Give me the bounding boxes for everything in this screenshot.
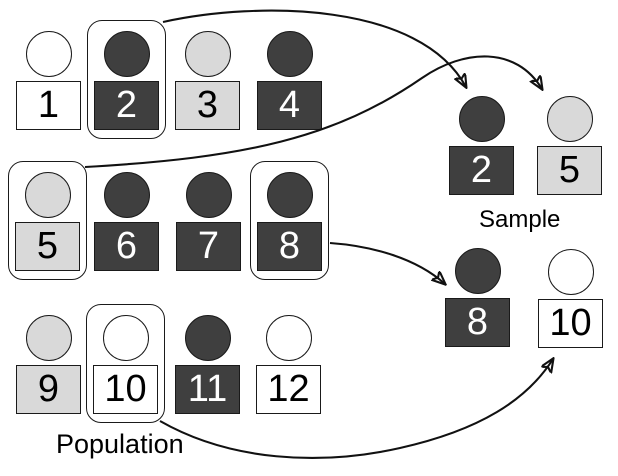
population-person-6: 6: [94, 172, 159, 271]
person-number-box: 4: [257, 81, 322, 130]
person-number-box: 6: [94, 222, 159, 271]
population-person-1: 1: [16, 31, 81, 130]
person-number-box: 5: [15, 222, 80, 271]
person-number-box: 10: [93, 365, 158, 414]
sample-person-2: 2: [449, 96, 514, 195]
person-head-icon: [547, 249, 594, 295]
person-number: 5: [36, 225, 59, 267]
person-number: 10: [549, 302, 592, 344]
population-person-5: 5: [8, 161, 87, 280]
person-head-icon: [103, 31, 150, 77]
person-number: 2: [115, 84, 138, 126]
person-head-icon: [103, 172, 150, 218]
population-person-11: 11: [175, 315, 240, 414]
person-head-icon: [266, 172, 313, 218]
person-number-box: 1: [16, 81, 81, 130]
population-person-2: 2: [87, 20, 166, 139]
population-person-4: 4: [257, 31, 322, 130]
sample-person-5: 5: [537, 96, 602, 195]
person-number: 5: [558, 149, 581, 191]
person-head-icon: [184, 315, 231, 361]
person-head-icon: [265, 315, 312, 361]
person-number-box: 10: [538, 299, 603, 348]
person-head-icon: [184, 31, 231, 77]
person-head-icon: [25, 315, 72, 361]
person-number-box: 8: [257, 222, 322, 271]
person-head-icon: [458, 96, 505, 142]
person-head-icon: [454, 248, 501, 294]
population-person-7: 7: [176, 172, 241, 271]
sample-label: Sample: [479, 206, 561, 233]
person-number: 2: [470, 149, 493, 191]
person-number-box: 2: [94, 81, 159, 130]
person-number-box: 3: [175, 81, 240, 130]
population-label: Population: [56, 429, 184, 459]
person-number-box: 2: [449, 146, 514, 195]
person-number-box: 11: [175, 365, 240, 414]
person-number-box: 5: [537, 146, 602, 195]
person-number: 9: [37, 368, 60, 410]
sample-person-8: 8: [445, 248, 510, 347]
population-person-3: 3: [175, 31, 240, 130]
person-number: 7: [197, 225, 220, 267]
person-number: 8: [278, 225, 301, 267]
person-number: 1: [37, 84, 60, 126]
person-number: 10: [104, 368, 147, 410]
arrow-population-8-to-sample-8: [329, 241, 445, 284]
sample-person-10: 10: [538, 249, 603, 348]
person-number: 6: [115, 225, 138, 267]
person-head-icon: [546, 96, 593, 142]
person-head-icon: [24, 172, 71, 218]
person-number: 12: [267, 368, 310, 410]
person-number-box: 8: [445, 298, 510, 347]
person-number: 3: [196, 84, 219, 126]
person-head-icon: [25, 31, 72, 77]
population-person-12: 12: [256, 315, 321, 414]
person-number: 4: [278, 84, 301, 126]
person-head-icon: [266, 31, 313, 77]
person-number-box: 9: [16, 365, 81, 414]
population-person-10: 10: [86, 304, 165, 423]
person-number-box: 7: [176, 222, 241, 271]
person-number: 11: [187, 368, 228, 410]
person-number-box: 12: [256, 365, 321, 414]
population-person-8: 8: [250, 161, 329, 280]
person-head-icon: [102, 315, 149, 361]
person-head-icon: [185, 172, 232, 218]
population-person-9: 9: [16, 315, 81, 414]
person-number: 8: [466, 301, 489, 343]
